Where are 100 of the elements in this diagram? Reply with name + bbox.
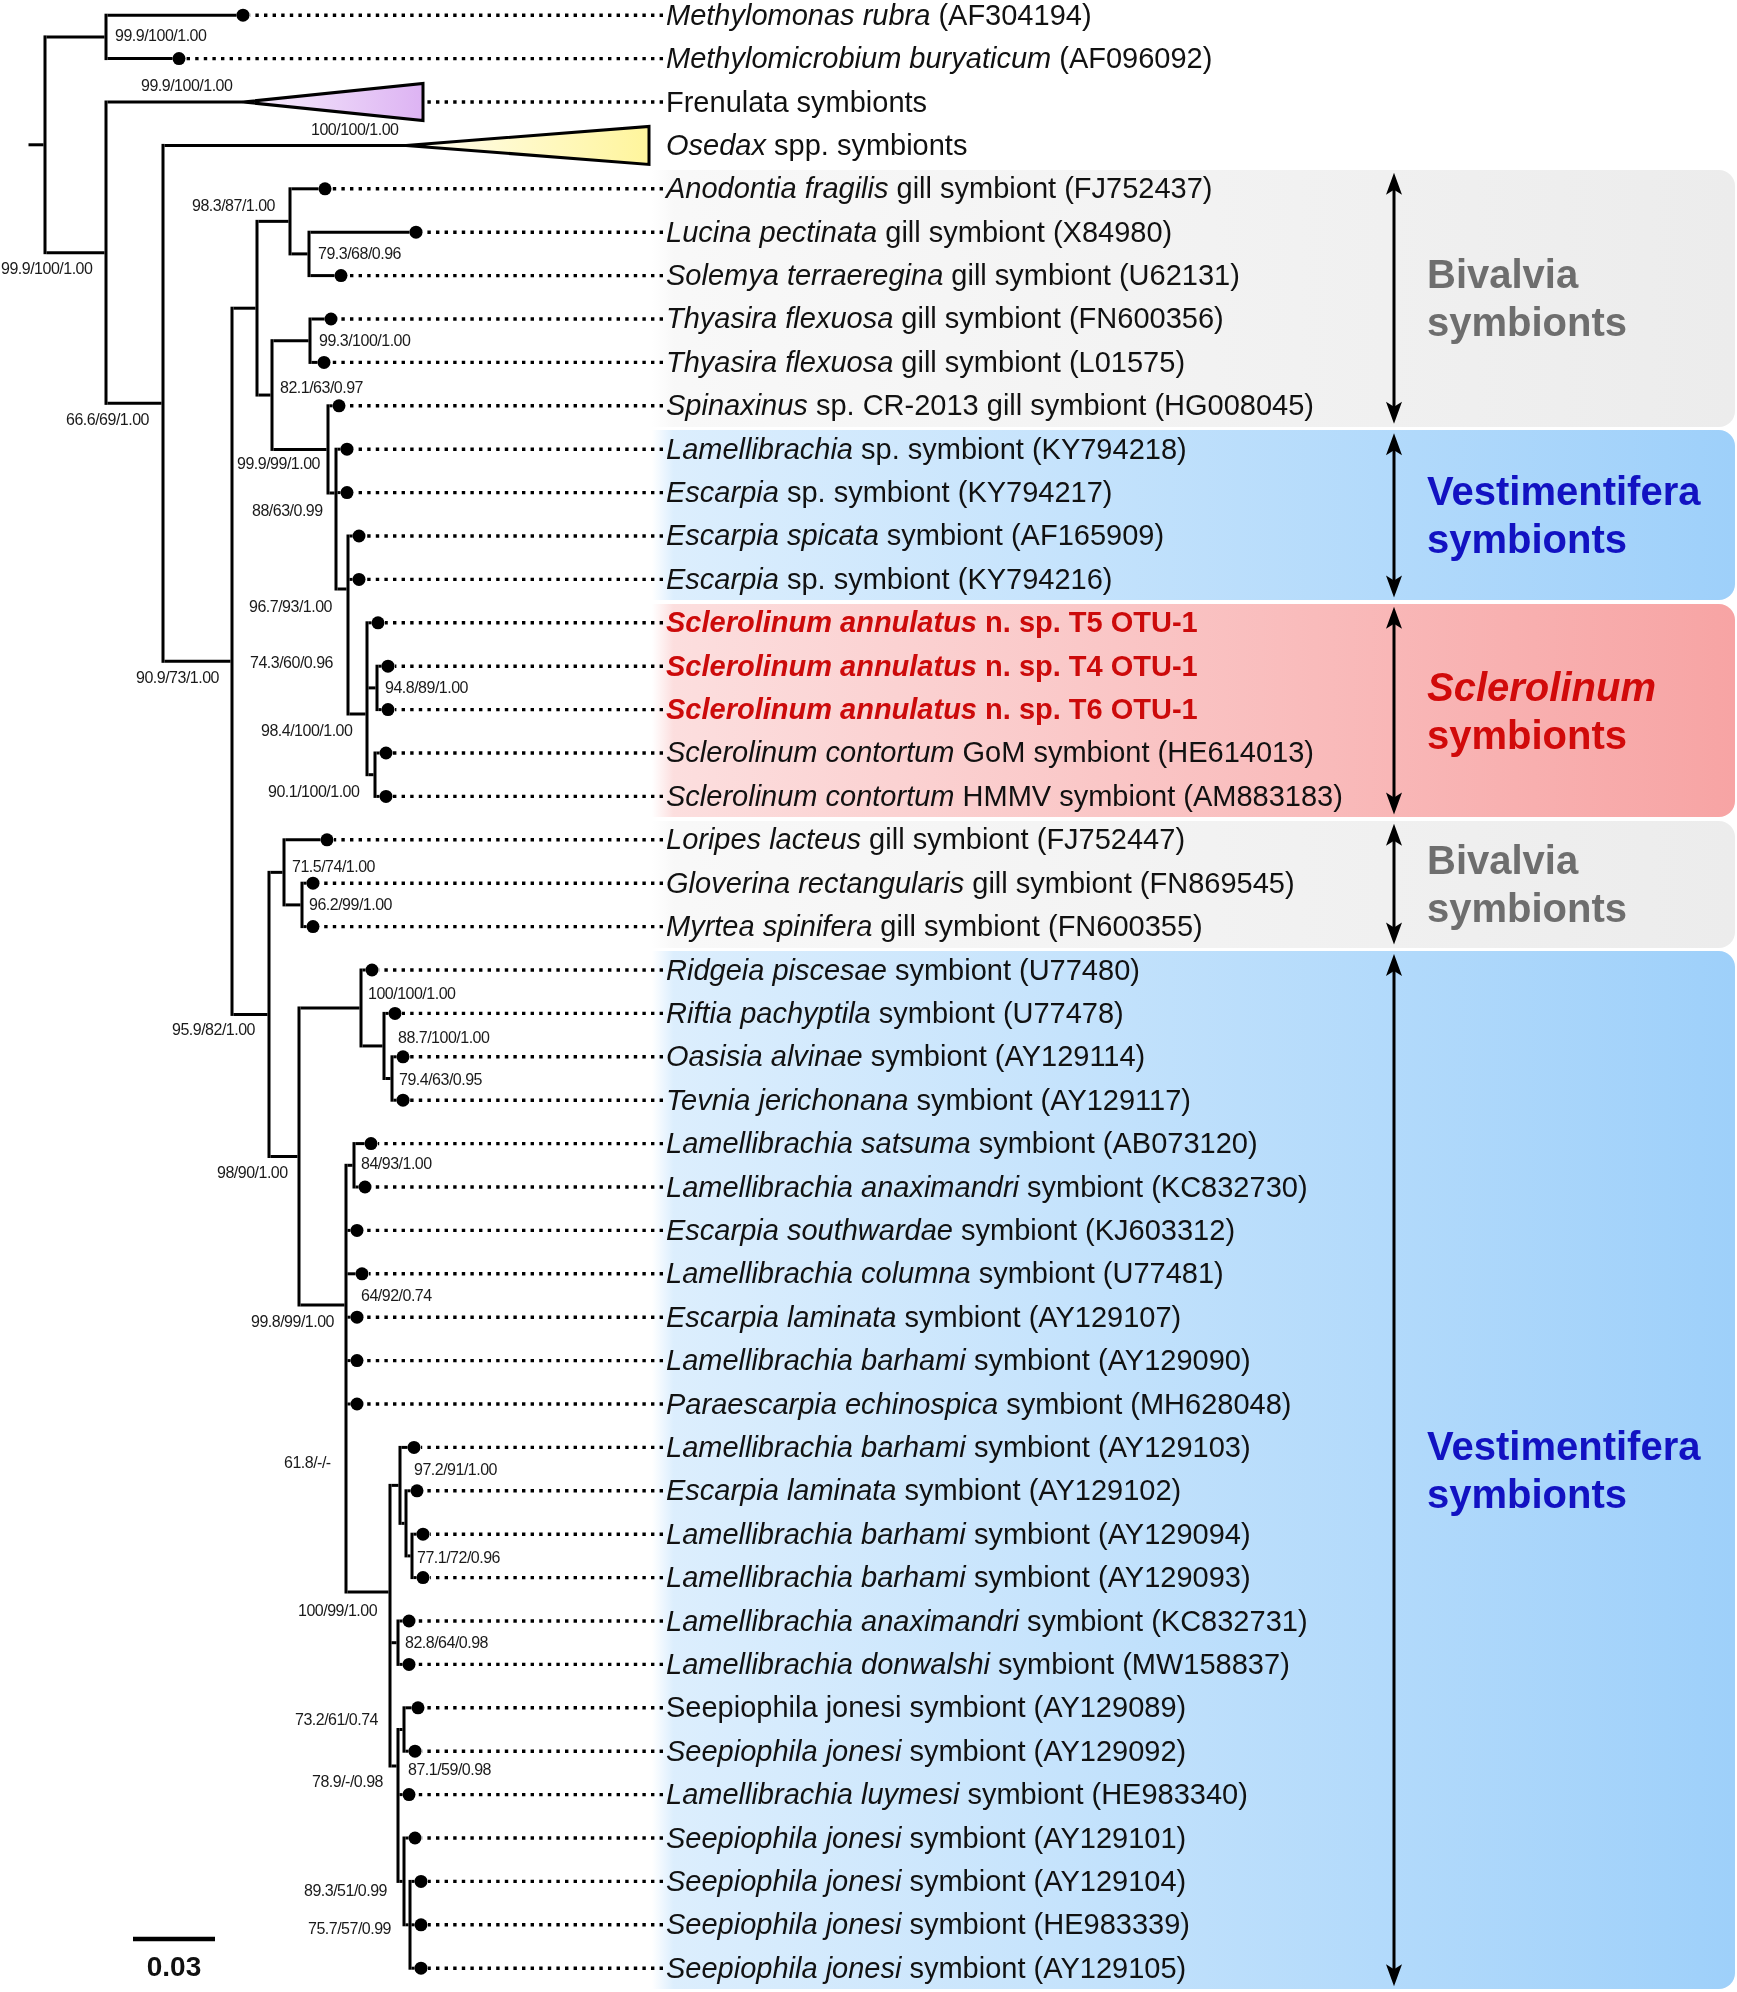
leader-line — [428, 1879, 663, 1884]
branch-line — [337, 447, 341, 451]
branch-line — [401, 1521, 405, 1525]
taxon-label: Sclerolinum contortum HMMV symbiont (AM883183) — [666, 778, 1343, 814]
support-value: 73.2/61/0.74 — [295, 1711, 378, 1729]
branch-line — [413, 1532, 417, 1536]
support-value: 100/100/1.00 — [368, 985, 456, 1003]
tip-dot — [411, 1701, 425, 1715]
taxon-label: Sclerolinum annulatus n. sp. T6 OTU-1 — [666, 692, 1198, 728]
tip-dot — [318, 182, 332, 196]
taxon-label: Sclerolinum annulatus n. sp. T4 OTU-1 — [666, 648, 1198, 684]
tip-dot — [172, 52, 186, 66]
tip-dot — [396, 1093, 410, 1107]
branch-line — [285, 838, 321, 842]
branch-line — [405, 1706, 412, 1710]
support-value: 61.8/-/- — [284, 1454, 331, 1472]
support-value: 96.7/93/1.00 — [249, 598, 332, 616]
tip-dot — [358, 1180, 372, 1194]
tip-dot — [402, 1614, 416, 1628]
branch-bar — [373, 751, 377, 798]
taxon-label: Thyasira flexuosa gill symbiont (FN600356) — [666, 301, 1224, 337]
tip-dot — [416, 1571, 430, 1585]
branch-line — [401, 1445, 408, 1449]
tip-dot — [408, 1831, 422, 1845]
clade-label: Bivalvia symbionts — [1427, 837, 1629, 933]
branch-line — [233, 1012, 268, 1016]
support-value: 99.3/100/1.00 — [319, 332, 411, 350]
tip-dot — [396, 1050, 410, 1064]
tip-dot — [340, 486, 354, 500]
leader-line — [348, 273, 663, 278]
taxon-label: Lamellibrachia anaximandri symbiont (KC832730) — [666, 1169, 1308, 1205]
branch-line — [405, 1749, 409, 1753]
support-value: 82.1/63/0.97 — [280, 379, 363, 397]
branch-line — [393, 1098, 397, 1102]
leader-line — [428, 1966, 663, 1970]
support-value: 95.9/82/1.00 — [172, 1021, 255, 1039]
leader-line — [364, 1228, 663, 1233]
branch-line — [329, 404, 333, 408]
branch-line — [310, 230, 410, 234]
branch-line — [347, 1228, 351, 1232]
leader-line — [366, 534, 663, 538]
tip-dot — [379, 746, 393, 760]
tip-dot — [340, 442, 354, 456]
clade-label: Vestimentifera symbionts — [1427, 468, 1702, 564]
branch-line — [349, 534, 353, 538]
branch-line — [378, 708, 382, 712]
tip-dot — [350, 1397, 364, 1411]
branch-line — [46, 251, 105, 255]
branch-line — [411, 1879, 415, 1883]
support-value: 90.1/100/1.00 — [268, 783, 360, 801]
tip-dot — [414, 1918, 428, 1932]
branch-line — [413, 1576, 417, 1580]
tip-dot — [381, 703, 395, 717]
support-value: 75.7/57/0.99 — [308, 1920, 391, 1938]
tip-dot — [320, 833, 334, 847]
support-value: 82.8/64/0.98 — [405, 1634, 488, 1652]
leader-line — [425, 1706, 663, 1710]
branch-line — [411, 1923, 415, 1927]
branch-bar — [346, 534, 350, 716]
support-value: 90.9/73/1.00 — [136, 669, 219, 687]
branch-line — [399, 1662, 403, 1666]
taxon-label: Lamellibrachia donwalshi symbiont (MW158837) — [666, 1646, 1290, 1682]
taxon-label: Escarpia laminata symbiont (AY129102) — [666, 1473, 1182, 1509]
branch-line — [347, 1272, 356, 1276]
branch-line — [376, 794, 380, 798]
tip-dot — [350, 1354, 364, 1368]
branch-line — [337, 491, 341, 495]
clade-band — [652, 603, 1735, 818]
branch-line — [258, 393, 271, 397]
branch-bar — [396, 1619, 400, 1666]
branch-line — [407, 1489, 411, 1493]
support-value: 79.4/63/0.95 — [399, 1071, 482, 1089]
branch-line — [405, 1836, 409, 1840]
branch-line — [270, 1155, 298, 1158]
branch-bar — [267, 870, 271, 1158]
support-value: 88.7/100/1.00 — [398, 1029, 490, 1047]
branch-bar — [344, 1163, 348, 1594]
tip-dot — [407, 1440, 421, 1454]
support-value: 98.3/87/1.00 — [192, 197, 275, 215]
branch-bar — [255, 219, 259, 397]
taxon-label: Myrtea spinifera gill symbiont (FN600355) — [666, 909, 1203, 945]
branch-line — [303, 925, 307, 929]
support-value: 64/92/0.74 — [361, 1287, 432, 1305]
branch-line — [385, 1011, 389, 1015]
branch-line — [368, 621, 372, 625]
branch-line — [107, 100, 243, 104]
branch-line — [362, 1044, 383, 1048]
taxon-label: Escarpia laminata symbiont (AY129107) — [666, 1299, 1182, 1335]
taxon-label: Sclerolinum annulatus n. sp. T5 OTU-1 — [666, 605, 1198, 641]
leader-line — [364, 1358, 663, 1363]
branch-bar — [282, 838, 286, 907]
taxon-label: Seepiophila jonesi symbiont (AY129104) — [666, 1863, 1187, 1899]
tip-dot — [352, 572, 366, 586]
leader-line — [334, 838, 663, 842]
branch-line — [347, 1315, 351, 1319]
branch-line — [411, 1966, 415, 1970]
support-value: 99.9/99/1.00 — [237, 455, 320, 473]
support-value: 87.1/59/0.98 — [408, 1761, 491, 1779]
taxon-label: Methylomonas rubra (AF304194) — [666, 0, 1092, 33]
branch-line — [391, 1641, 397, 1645]
